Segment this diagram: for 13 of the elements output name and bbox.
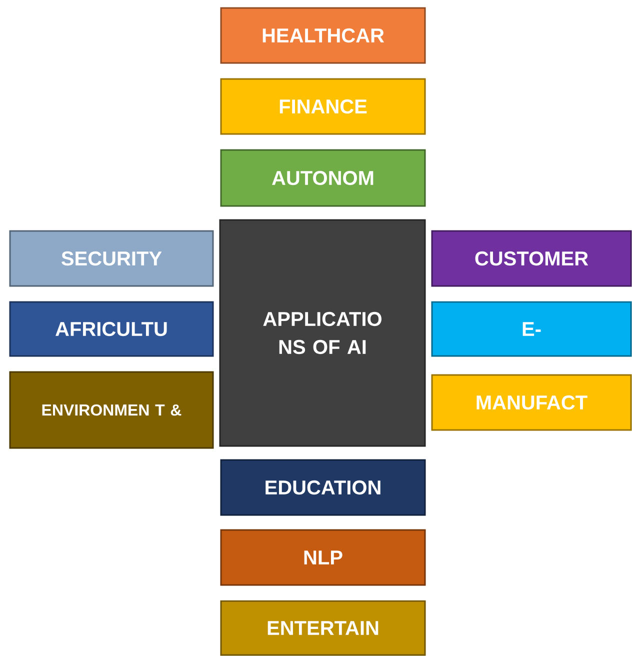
label-box: HEALTHCAR <box>220 7 426 64</box>
label-box: FINANCE <box>220 78 426 135</box>
label-box: ENVIRONMEN T & <box>9 371 214 449</box>
label-box: EDUCATION <box>220 459 426 516</box>
label-box: CUSTOMER <box>431 230 632 287</box>
label-box: AUTONOM <box>220 149 426 207</box>
label-box: AFRICULTU <box>9 301 214 357</box>
label-box: ENTERTAIN <box>220 600 426 656</box>
label-box: SECURITY <box>9 230 214 287</box>
label-box: NLP <box>220 529 426 586</box>
label-box: MANUFACT <box>431 374 632 431</box>
label-box: E- <box>431 301 632 357</box>
label-box: APPLICATIO NS OF AI <box>219 219 426 447</box>
